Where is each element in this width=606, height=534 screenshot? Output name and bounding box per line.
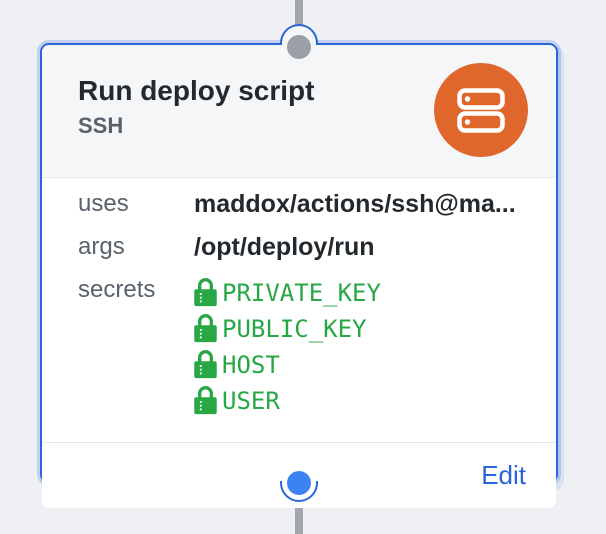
secret-name: PRIVATE_KEY [222,279,381,307]
edit-button[interactable]: Edit [481,460,526,490]
node-icon-badge [434,63,528,157]
secret-item: USER [194,383,381,419]
attribute-value: maddox/actions/ssh@ma... [194,190,516,218]
secret-list: PRIVATE_KEY PUBLIC_KEY HOST [194,275,381,419]
node-title: Run deploy script [78,75,315,106]
secret-name: HOST [222,351,280,379]
secret-item: PRIVATE_KEY [194,275,381,311]
secret-item: HOST [194,347,381,383]
lock-icon [194,386,217,415]
connector-line-top [295,0,303,34]
attribute-label: uses [78,190,129,217]
workflow-node-card[interactable]: Run deploy script SSH uses maddox/action… [40,43,558,508]
lock-icon [194,350,217,379]
attribute-label: args [78,233,125,260]
connector-line-bottom [295,500,303,534]
lock-icon [194,278,217,307]
attribute-value: /opt/deploy/run [194,233,375,261]
node-attributes: uses maddox/actions/ssh@ma... args /opt/… [42,178,556,442]
secret-item: PUBLIC_KEY [194,311,381,347]
server-icon [457,87,505,133]
attribute-row-secrets: secrets PRIVATE_KEY PUBLIC_KEY [78,275,530,419]
secret-name: USER [222,387,280,415]
node-header: Run deploy script SSH [42,45,556,178]
input-connector-dot[interactable] [287,35,311,59]
lock-icon [194,314,217,343]
secret-name: PUBLIC_KEY [222,315,367,343]
attribute-row-uses: uses maddox/actions/ssh@ma... [78,189,530,219]
output-connector-dot[interactable] [287,471,311,495]
attribute-label: secrets [78,276,156,303]
attribute-row-args: args /opt/deploy/run [78,232,530,262]
node-subtitle: SSH [78,113,124,138]
